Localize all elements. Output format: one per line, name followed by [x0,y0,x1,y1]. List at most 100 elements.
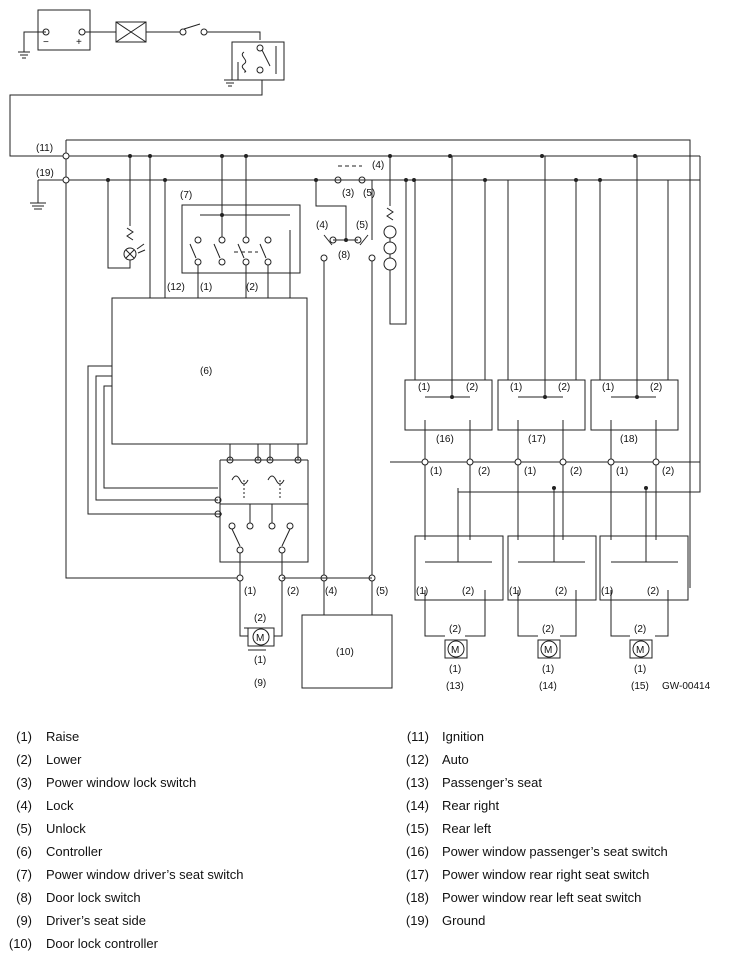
callout-unlock-switch: (5) [363,188,375,199]
legend-item: (16) Power window passenger’s seat switch [395,840,731,863]
legend-item: (2)Lower [0,748,390,771]
callout-bottom-raise: (1) [244,586,256,597]
legend-item: (5) Unlock [0,817,390,840]
legend-number: (4) [16,798,32,813]
legend-label: Power window rear left seat switch [442,890,642,905]
callout-lock-switch: (3) [342,188,354,199]
relay-passenger-raise: (1) [416,586,428,597]
callout-motor-rear-right: (14) [539,681,557,692]
legend-label: Power window lock switch [46,775,197,790]
callout-door-lock-switch: (8) [338,250,350,261]
switch-rear-right-raise: (1) [510,382,522,393]
legend-number: (5) [16,821,32,836]
rear-right-raise-label: (1) [524,466,536,477]
legend-number: (12) [405,752,429,767]
legend-item: (7) Power window driver’s seat switch [0,863,390,886]
callout-driver-lower: (2) [246,282,258,293]
legend-label: Power window passenger’s seat switch [442,844,668,859]
legend-item: (18) Power window rear left seat switch [395,886,731,909]
legend-label: Raise [46,729,80,744]
legend-number: (16) [405,844,429,859]
switch-rear-left-lower: (2) [650,382,662,393]
legend-number: (3) [16,775,32,790]
switch-rear-right-lower: (2) [558,382,570,393]
motor-rear-left-up: (1) [634,664,646,675]
legend-item: (3) Power window lock switch [0,771,390,794]
callout-controller: (6) [200,366,212,377]
controller-box [111,297,308,445]
battery [37,9,91,51]
passenger-lower-label: (2) [478,466,490,477]
legend-item: (17) Power window rear right seat switch [395,863,731,886]
callout-door-lock-controller: (10) [336,647,354,658]
door-lock-controller-box [301,614,393,689]
callout-driver-raise: (1) [200,282,212,293]
legend-item: (10)Door lock controller [0,932,390,955]
legend-number: (6) [16,844,32,859]
legend-number: (19) [405,913,429,928]
legend-number: (15) [405,821,429,836]
callout-motor-driver: (9) [254,678,266,689]
legend-item: (1)Raise [0,725,390,748]
legend-label: Rear left [442,821,492,836]
callout-motor-passenger: (13) [446,681,464,692]
callout-lock-left: (4) [316,220,328,231]
callout-motor-rear-left: (15) [631,681,649,692]
legend-label: Ignition [442,729,484,744]
legend-label: Controller [46,844,103,859]
legend-label: Door lock controller [46,936,158,951]
relay-rear-right-lower: (2) [555,586,567,597]
ignition-relay [231,41,285,81]
callout-switch-rear-right: (17) [528,434,546,445]
callout-bottom-lock: (4) [325,586,337,597]
legend-number: (14) [405,798,429,813]
motor-passenger-down: (2) [449,624,461,635]
legend-item: (4)Lock [0,794,390,817]
legend-item: (9)Driver’s seat side [0,909,390,932]
callout-unlock-right: (5) [356,220,368,231]
legend-number: (18) [405,890,429,905]
legend-label: Driver’s seat side [46,913,146,928]
legend-number: (17) [405,867,429,882]
legend-number: (7) [16,867,32,882]
wiring-diagram: − + (11) (19) (4) (3) (5) (4) (5) (8) (7… [9,9,711,692]
callout-ground: (19) [36,168,54,179]
passenger-raise-label: (1) [430,466,442,477]
legend-item: (8)Door lock switch [0,886,390,909]
motor-rear-right-up: (1) [542,664,554,675]
legend-label: Power window driver’s seat switch [46,867,244,882]
legend-number: (13) [405,775,429,790]
legend-item: (15) Rear left [395,817,731,840]
switch-passenger-raise: (1) [418,382,430,393]
motor-passenger-up: (1) [449,664,461,675]
driver-switch-box [181,204,301,274]
motor-driver-up: (1) [254,655,266,666]
switch-passenger-lower: (2) [466,382,478,393]
rear-left-raise-label: (1) [616,466,628,477]
relay-rear-right-raise: (1) [509,586,521,597]
legend-label: Ground [442,913,486,928]
legend-item: (12) Auto [395,748,731,771]
legend-label: Power window rear right seat switch [442,867,650,882]
callout-switch-rear-left: (18) [620,434,638,445]
legend-item: (14)Rear right [395,794,731,817]
battery-plus-label: + [76,37,82,48]
battery-minus-label: − [43,37,49,48]
legend-label: Unlock [46,821,86,836]
callout-bottom-lower: (2) [287,586,299,597]
motor-passenger-letter: M [451,645,459,656]
callout-switch-passenger: (16) [436,434,454,445]
legend-item: (19) Ground [395,909,731,932]
rear-left-lower-label: (2) [662,466,674,477]
legend-item: (6) Controller [0,840,390,863]
legend-item: (11)Ignition [395,725,731,748]
motor-rear-left-down: (2) [634,624,646,635]
relay-passenger-lower: (2) [462,586,474,597]
motor-rear-right-letter: M [544,645,552,656]
rear-right-lower-label: (2) [570,466,582,477]
motor-rear-right-down: (2) [542,624,554,635]
legend-right: (11)Ignition(12)Auto(13)Passenger’s seat… [395,725,731,932]
motor-driver-down: (2) [254,613,266,624]
legend-label: Auto [442,752,469,767]
callout-driver-switch: (7) [180,190,192,201]
